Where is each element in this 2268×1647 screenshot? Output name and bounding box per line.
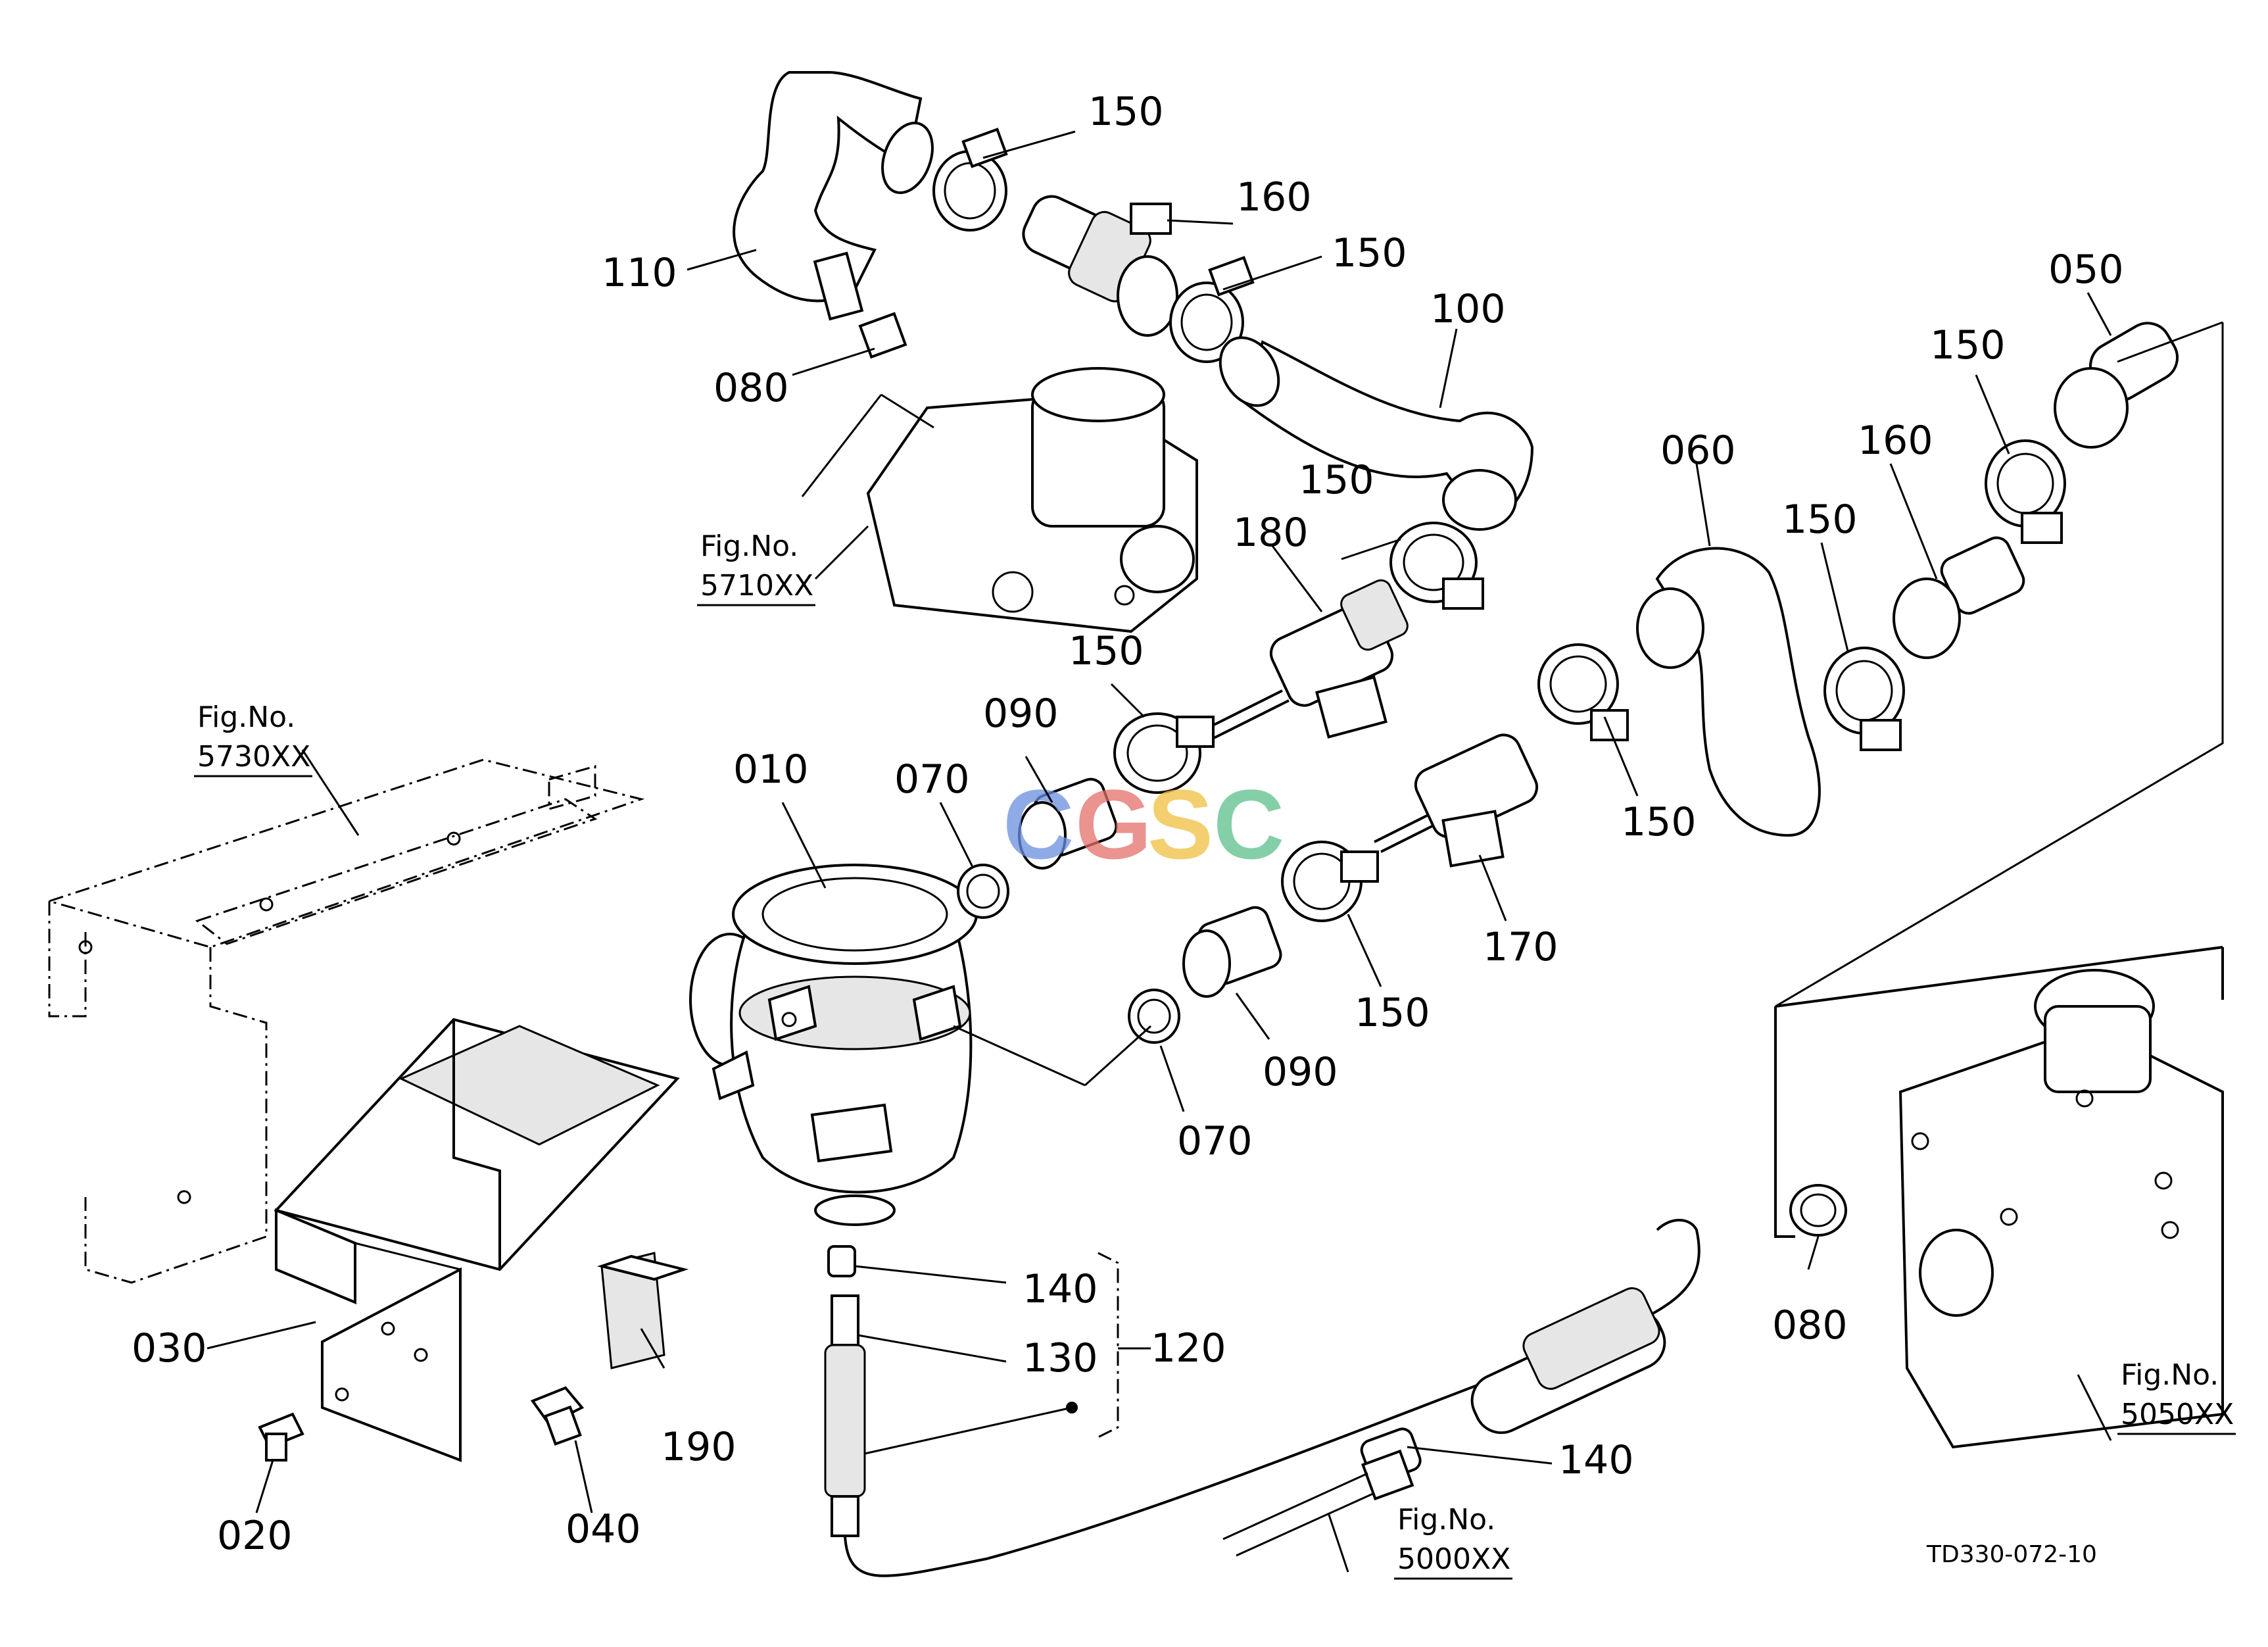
hose-060 [1636, 547, 1821, 837]
part-number-labels: 150 160 150 110 080 100 050 150 060 160 … [132, 89, 2124, 1559]
clamp-150-mid-b [1113, 712, 1215, 794]
label-140: 140 [1558, 1437, 1634, 1483]
label-150: 150 [1299, 457, 1374, 503]
label-150: 150 [1088, 89, 1164, 135]
fig-ref-title: Fig.No. [2121, 1358, 2219, 1392]
clip-070-lower [1128, 989, 1180, 1044]
label-110: 110 [602, 250, 677, 296]
clip-070-upper [957, 864, 1009, 919]
label-070: 070 [1177, 1118, 1253, 1164]
label-150: 150 [1621, 799, 1697, 845]
heat-shield-bracket [274, 1018, 680, 1462]
clamp-150-right-a [1985, 439, 2066, 544]
bolt-040 [530, 1386, 585, 1446]
label-020: 020 [217, 1513, 293, 1559]
watermark-logo: C G S C [1003, 769, 1284, 879]
drain-assembly [824, 1219, 1701, 1577]
label-160: 160 [1858, 418, 1933, 464]
bellows-hose [1222, 1287, 1666, 1557]
label-130: 130 [1023, 1335, 1098, 1381]
clamp-150-right-b [1823, 647, 1905, 751]
figure-reference-5710: Fig.No. 5710XX [697, 529, 815, 606]
label-090: 090 [983, 691, 1059, 737]
leader-lines [206, 130, 2112, 1573]
pipe-050 [2054, 322, 2179, 449]
fig-ref-title: Fig.No. [1397, 1503, 1495, 1536]
label-150: 150 [1930, 322, 2006, 368]
label-100: 100 [1430, 286, 1506, 332]
clip-080-upper [858, 312, 907, 359]
valve-170 [1374, 733, 1539, 868]
hose-100 [1218, 336, 1534, 531]
label-150: 150 [1782, 497, 1858, 543]
label-070: 070 [894, 756, 970, 802]
label-080: 080 [713, 365, 789, 411]
fig-ref-code: 5050XX [2121, 1398, 2234, 1431]
valve-body [689, 864, 978, 1226]
label-150: 150 [1355, 990, 1430, 1036]
label-180: 180 [1233, 510, 1309, 556]
watermark-letter-g: G [1075, 769, 1152, 879]
fig-ref-title: Fig.No. [700, 529, 798, 563]
figure-reference-5000: Fig.No. 5000XX [1394, 1503, 1512, 1580]
hose-110 [733, 71, 934, 321]
label-090: 090 [1263, 1049, 1338, 1095]
clamp-150-top-a [932, 128, 1008, 232]
label-150: 150 [1069, 628, 1144, 674]
label-140: 140 [1023, 1266, 1098, 1312]
cushion-pad [596, 1252, 689, 1369]
fig-ref-code: 5000XX [1397, 1542, 1510, 1576]
clip-080-right [1789, 1184, 1847, 1237]
drawing-code: TD330-072-10 [1926, 1541, 2097, 1568]
label-010: 010 [733, 747, 809, 793]
right-frame-lines [1775, 321, 2224, 1008]
label-190: 190 [661, 1424, 736, 1470]
throttle-body [866, 367, 1198, 633]
clamp-150-low-a [1537, 643, 1629, 741]
fig-ref-title: Fig.No. [197, 701, 295, 734]
fig-ref-code: 5710XX [700, 569, 813, 602]
engine-block-outline [1774, 946, 2224, 1449]
figure-reference-5730: Fig.No. 5730XX [194, 701, 312, 777]
figure-reference-5050: Fig.No. 5050XX [2117, 1358, 2236, 1435]
label-170: 170 [1483, 924, 1558, 970]
pipe-090-upper [1018, 777, 1118, 870]
label-040: 040 [566, 1506, 641, 1552]
sensor-160-top [1022, 195, 1178, 337]
watermark-letter-s: S [1147, 769, 1213, 879]
watermark-letter-c1: C [1003, 769, 1074, 879]
label-160: 160 [1236, 174, 1312, 220]
pipe-090-lower [1182, 906, 1282, 998]
label-050: 050 [2048, 247, 2124, 293]
label-080: 080 [1772, 1302, 1848, 1348]
clamp-150-low-b [1281, 841, 1379, 922]
clamp-150-mid-a [1389, 522, 1484, 610]
fig-ref-code: 5730XX [197, 740, 310, 774]
watermark-letter-c2: C [1213, 769, 1284, 879]
bolt-020 [258, 1412, 304, 1462]
valve-180 [1203, 579, 1409, 741]
sensor-160-right [1893, 536, 2025, 659]
label-150: 150 [1332, 230, 1407, 276]
label-030: 030 [132, 1325, 207, 1371]
label-120: 120 [1151, 1325, 1226, 1371]
clamp-150-top-b [1169, 256, 1255, 363]
label-060: 060 [1660, 428, 1736, 474]
